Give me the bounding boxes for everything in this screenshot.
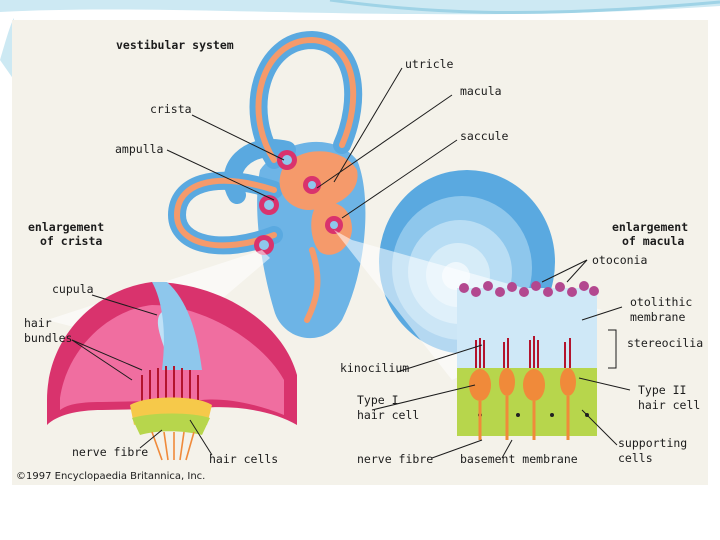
- utricle-label: utricle: [405, 57, 454, 71]
- type-1-hair-cell-label-line1: Type I: [357, 393, 399, 407]
- stereocilia-label: stereocilia: [627, 336, 704, 350]
- macula-label: macula: [460, 84, 502, 98]
- ampulla-label: ampulla: [115, 142, 164, 156]
- enlargement-macula-label-line2: of macula: [622, 234, 685, 248]
- enlargement-macula-label-line1: enlargement: [612, 220, 689, 234]
- hair-bundles-label-line1: hair: [24, 316, 52, 330]
- saccule-label: saccule: [460, 129, 509, 143]
- macula-enlargement: [457, 281, 599, 440]
- otoconia-label: otoconia: [592, 253, 648, 267]
- copyright-text: ©1997 Encyclopaedia Britannica, Inc.: [16, 471, 206, 482]
- leader-lines: [71, 67, 631, 459]
- nerve-fibre-left-label: nerve fibre: [72, 445, 149, 459]
- nerve-fibre-right-label: nerve fibre: [357, 452, 434, 466]
- crista-enlargement: [47, 282, 297, 461]
- enlargement-crista-label-line1: enlargement: [28, 220, 105, 234]
- supporting-cells-label-line2: cells: [618, 451, 653, 465]
- vestibular-system-title: vestibular system: [116, 38, 234, 52]
- type-2-hair-cell-label-line1: Type II: [638, 383, 687, 397]
- vestibular-illustration: [47, 30, 631, 461]
- otolithic-membrane-label-line1: otolithic: [630, 295, 693, 309]
- hair-cells-label: hair cells: [209, 452, 279, 466]
- slide-swoosh-top: [0, 0, 720, 15]
- supporting-cells-label-line1: supporting: [618, 436, 688, 450]
- slide-swoosh-accent: [329, 0, 720, 15]
- crista-label: crista: [150, 102, 192, 116]
- type-2-hair-cell-label-line2: hair cell: [638, 398, 701, 412]
- basement-membrane-label: basement membrane: [460, 452, 578, 466]
- cupula-label: cupula: [52, 282, 94, 296]
- type-1-hair-cell-label-line2: hair cell: [357, 408, 420, 422]
- kinocilium-label: kinocilium: [340, 361, 410, 375]
- ampullae: [254, 150, 343, 255]
- enlargement-crista-label-line2: of crista: [40, 234, 103, 248]
- otolithic-membrane-label-line2: membrane: [630, 310, 686, 324]
- hair-bundles-label-line2: bundles: [24, 331, 73, 345]
- slide-swoosh-left: [0, 18, 14, 80]
